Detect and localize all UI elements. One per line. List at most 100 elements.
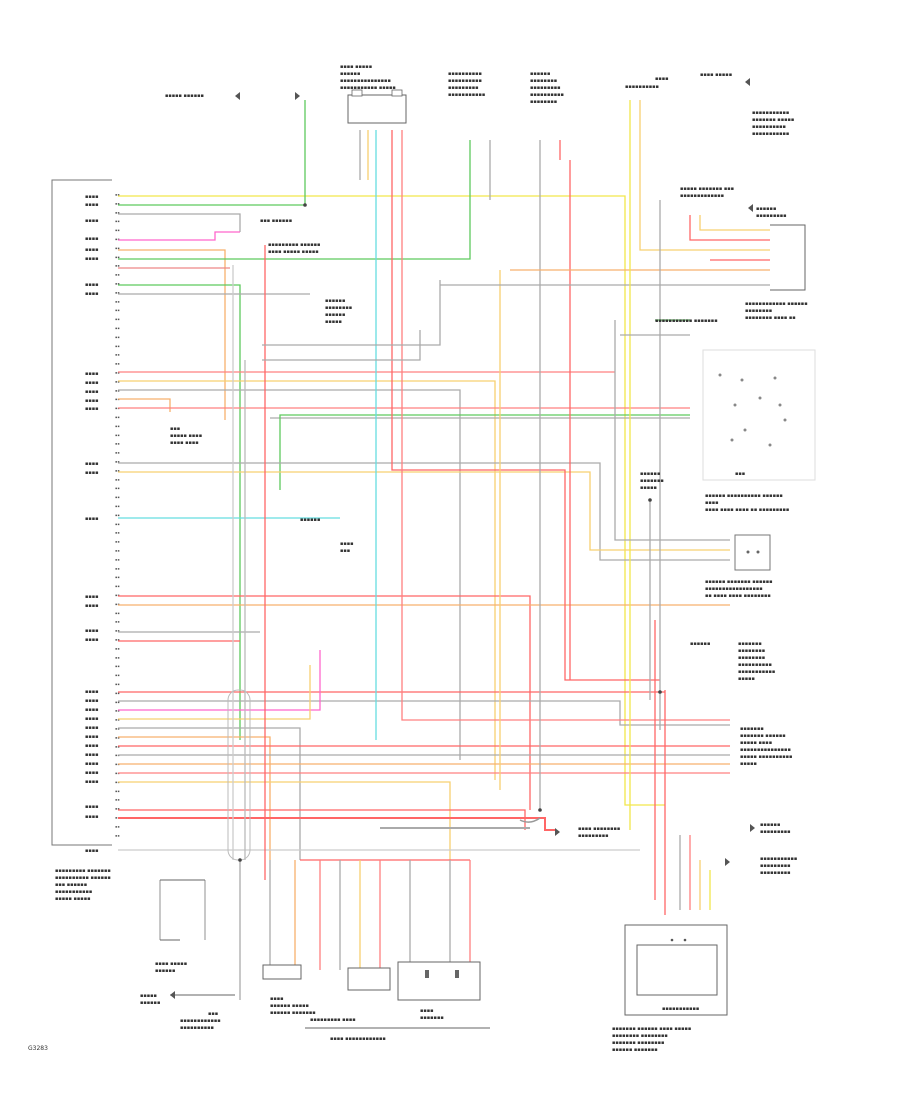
pin-mark: ▪▪: [115, 530, 120, 535]
svg-text:▪▪ ▪▪▪▪ ▪▪▪▪ ▪▪▪▪▪▪▪▪: ▪▪ ▪▪▪▪ ▪▪▪▪ ▪▪▪▪▪▪▪▪: [705, 593, 771, 599]
svg-text:▪▪▪▪▪: ▪▪▪▪▪: [640, 485, 657, 491]
pin-mark: ▪▪: [115, 352, 120, 357]
pin-mark: ▪▪: [115, 486, 120, 491]
svg-text:▪▪▪▪▪▪▪▪: ▪▪▪▪▪▪▪▪: [530, 99, 557, 105]
pin-mark: ▪▪: [115, 459, 120, 464]
pin-mark: ▪▪: [115, 263, 120, 268]
svg-text:▪▪▪▪▪▪: ▪▪▪▪▪▪: [760, 822, 780, 828]
svg-text:▪▪▪▪▪ ▪▪▪▪: ▪▪▪▪▪ ▪▪▪▪: [740, 740, 772, 746]
svg-text:▪▪▪▪▪▪▪▪: ▪▪▪▪▪▪▪▪: [325, 305, 352, 311]
side-mark: ▪▪▪▪: [85, 380, 99, 386]
side-mark: ▪▪▪▪: [85, 202, 99, 208]
svg-text:▪▪▪▪▪▪▪ ▪▪▪▪▪: ▪▪▪▪▪▪▪ ▪▪▪▪▪: [752, 117, 794, 123]
svg-text:▪▪▪▪▪▪▪▪▪▪▪▪ ▪▪▪▪▪▪: ▪▪▪▪▪▪▪▪▪▪▪▪ ▪▪▪▪▪▪: [745, 301, 808, 307]
svg-text:▪▪▪▪▪▪: ▪▪▪▪▪▪: [756, 206, 776, 212]
side-mark: ▪▪▪▪: [85, 371, 99, 377]
pin-mark: ▪▪: [115, 406, 120, 411]
svg-text:▪▪▪▪▪: ▪▪▪▪▪: [325, 319, 342, 325]
svg-text:▪▪▪▪▪▪▪▪▪: ▪▪▪▪▪▪▪▪▪: [760, 829, 791, 835]
pin-mark: ▪▪: [115, 788, 120, 793]
side-mark: ▪▪▪▪: [85, 848, 99, 854]
svg-text:▪▪▪▪▪▪: ▪▪▪▪▪▪: [300, 517, 320, 523]
svg-text:▪▪▪▪▪ ▪▪▪▪▪▪▪ ▪▪▪: ▪▪▪▪▪ ▪▪▪▪▪▪▪ ▪▪▪: [680, 186, 734, 192]
pin-mark: ▪▪: [115, 192, 120, 197]
svg-text:▪▪▪▪▪▪▪▪▪▪ ▪▪▪▪▪▪: ▪▪▪▪▪▪▪▪▪▪ ▪▪▪▪▪▪: [55, 875, 111, 881]
pin-mark: ▪▪: [115, 370, 120, 375]
pin-mark: ▪▪: [115, 744, 120, 749]
pin-mark: ▪▪: [115, 334, 120, 339]
pin-mark: ▪▪: [115, 619, 120, 624]
svg-text:▪▪▪▪▪▪: ▪▪▪▪▪▪: [155, 968, 175, 974]
pin-mark: ▪▪: [115, 228, 120, 233]
pin-mark: ▪▪: [115, 423, 120, 428]
pin-mark: ▪▪: [115, 326, 120, 331]
pin-mark: ▪▪: [115, 593, 120, 598]
svg-text:▪▪▪▪▪ ▪▪▪▪▪▪: ▪▪▪▪▪ ▪▪▪▪▪▪: [165, 93, 204, 99]
svg-text:▪▪▪▪▪▪▪: ▪▪▪▪▪▪▪: [640, 478, 664, 484]
svg-text:▪▪▪▪: ▪▪▪▪: [655, 76, 669, 82]
svg-text:▪▪▪▪▪▪▪: ▪▪▪▪▪▪▪: [738, 641, 762, 647]
svg-text:▪▪▪▪▪▪▪▪: ▪▪▪▪▪▪▪▪: [738, 648, 765, 654]
pin-mark: ▪▪: [115, 272, 120, 277]
svg-text:▪▪▪▪: ▪▪▪▪: [340, 541, 354, 547]
pin-mark: ▪▪: [115, 753, 120, 758]
side-mark: ▪▪▪▪: [85, 218, 99, 224]
pin-mark: ▪▪: [115, 441, 120, 446]
pin-mark: ▪▪: [115, 584, 120, 589]
side-mark: ▪▪▪▪: [85, 470, 99, 476]
svg-text:▪▪▪: ▪▪▪: [340, 548, 350, 554]
svg-text:▪▪▪▪▪▪▪▪▪▪▪ ▪▪▪▪▪▪▪: ▪▪▪▪▪▪▪▪▪▪▪ ▪▪▪▪▪▪▪: [655, 318, 718, 324]
svg-text:▪▪▪▪: ▪▪▪▪: [270, 996, 284, 1002]
pin-mark: ▪▪: [115, 762, 120, 767]
side-mark: ▪▪▪▪: [85, 761, 99, 767]
svg-text:▪▪▪▪ ▪▪▪▪ ▪▪▪▪ ▪▪ ▪▪▪▪▪▪▪▪▪: ▪▪▪▪ ▪▪▪▪ ▪▪▪▪ ▪▪ ▪▪▪▪▪▪▪▪▪: [705, 507, 789, 513]
pin-mark: ▪▪: [115, 637, 120, 642]
pin-mark: ▪▪: [115, 317, 120, 322]
pin-mark: ▪▪: [115, 610, 120, 615]
pin-mark: ▪▪: [115, 539, 120, 544]
diagram-id: G3283: [28, 1045, 48, 1052]
side-mark: ▪▪▪▪: [85, 516, 99, 522]
side-mark: ▪▪▪▪: [85, 698, 99, 704]
side-mark: ▪▪▪▪: [85, 689, 99, 695]
pin-mark: ▪▪: [115, 690, 120, 695]
svg-text:▪▪▪▪▪▪▪: ▪▪▪▪▪▪▪: [740, 726, 764, 732]
svg-text:▪▪▪▪▪: ▪▪▪▪▪: [740, 761, 757, 767]
pin-mark: ▪▪: [115, 646, 120, 651]
svg-text:▪▪▪▪▪▪▪▪: ▪▪▪▪▪▪▪▪: [738, 655, 765, 661]
pin-mark: ▪▪: [115, 521, 120, 526]
svg-text:▪▪▪▪ ▪▪▪▪▪▪▪▪: ▪▪▪▪ ▪▪▪▪▪▪▪▪: [578, 826, 620, 832]
pin-mark: ▪▪: [115, 254, 120, 259]
svg-text:▪▪▪▪▪▪▪▪▪: ▪▪▪▪▪▪▪▪▪: [448, 85, 479, 91]
svg-text:▪▪▪▪ ▪▪▪▪▪ ▪▪▪▪▪: ▪▪▪▪ ▪▪▪▪▪ ▪▪▪▪▪: [268, 249, 319, 255]
svg-text:▪▪▪▪▪▪: ▪▪▪▪▪▪: [340, 71, 360, 77]
svg-text:▪▪▪▪ ▪▪▪▪▪: ▪▪▪▪ ▪▪▪▪▪: [155, 961, 187, 967]
svg-text:▪▪▪: ▪▪▪: [735, 471, 745, 477]
pin-mark: ▪▪: [115, 237, 120, 242]
svg-text:▪▪▪▪▪▪▪▪▪: ▪▪▪▪▪▪▪▪▪: [756, 213, 787, 219]
svg-text:▪▪▪▪▪▪▪▪▪ ▪▪▪▪: ▪▪▪▪▪▪▪▪▪ ▪▪▪▪: [310, 1017, 356, 1023]
pin-mark: ▪▪: [115, 504, 120, 509]
pin-mark: ▪▪: [115, 281, 120, 286]
svg-text:▪▪▪: ▪▪▪: [208, 1011, 218, 1017]
pin-mark: ▪▪: [115, 210, 120, 215]
svg-text:▪▪▪▪▪▪▪ ▪▪▪▪▪▪▪▪: ▪▪▪▪▪▪▪ ▪▪▪▪▪▪▪▪: [612, 1040, 664, 1046]
pin-mark: ▪▪: [115, 833, 120, 838]
svg-text:▪▪▪▪▪▪▪▪▪▪: ▪▪▪▪▪▪▪▪▪▪: [448, 78, 482, 84]
svg-text:▪▪▪▪▪▪▪ ▪▪▪▪▪▪: ▪▪▪▪▪▪▪ ▪▪▪▪▪▪: [740, 733, 786, 739]
pin-mark: ▪▪: [115, 726, 120, 731]
pin-mark: ▪▪: [115, 397, 120, 402]
pin-mark: ▪▪: [115, 771, 120, 776]
side-mark: ▪▪▪▪: [85, 637, 99, 643]
pin-mark: ▪▪: [115, 548, 120, 553]
svg-text:▪▪▪▪▪▪ ▪▪▪▪▪▪▪▪▪▪ ▪▪▪▪▪▪: ▪▪▪▪▪▪ ▪▪▪▪▪▪▪▪▪▪ ▪▪▪▪▪▪: [705, 493, 783, 499]
side-mark: ▪▪▪▪: [85, 779, 99, 785]
pin-mark: ▪▪: [115, 824, 120, 829]
pin-mark: ▪▪: [115, 717, 120, 722]
components: [160, 78, 816, 1029]
pin-mark: ▪▪: [115, 566, 120, 571]
ecm-side-labels: ▪▪▪▪ ▪▪▪▪ ▪▪▪▪ ▪▪▪▪ ▪▪▪▪ ▪▪▪▪ ▪▪▪▪ ▪▪▪▪ ▪▪▪▪ ▪▪▪▪…: [85, 194, 99, 854]
svg-text:▪▪▪▪▪▪▪▪▪▪▪▪▪▪▪▪▪: ▪▪▪▪▪▪▪▪▪▪▪▪▪▪▪▪▪: [705, 586, 763, 592]
pin-mark: ▪▪: [115, 299, 120, 304]
svg-text:▪▪▪▪▪▪▪: ▪▪▪▪▪▪▪: [420, 1015, 444, 1021]
